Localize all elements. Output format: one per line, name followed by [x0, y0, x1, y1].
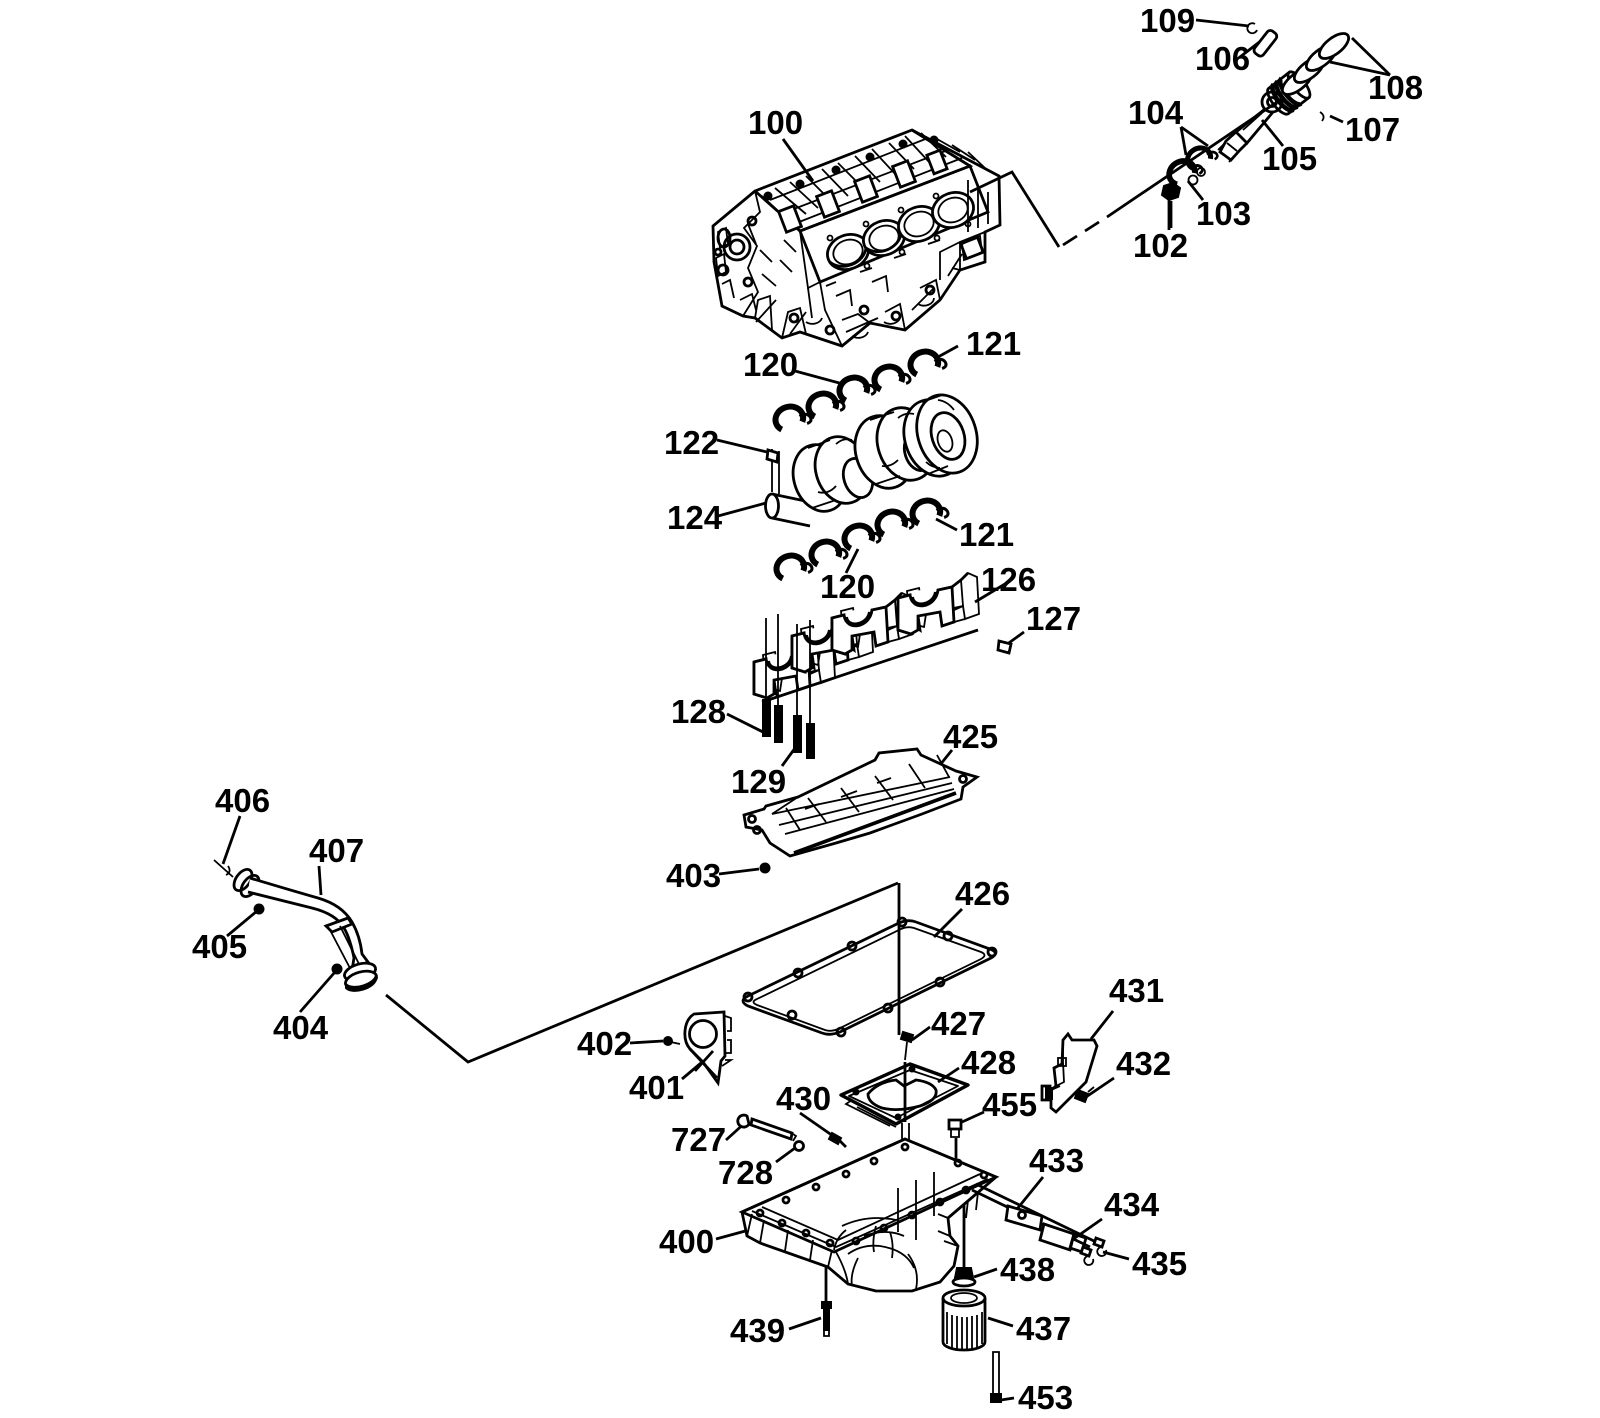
svg-text:108: 108 — [1368, 69, 1423, 106]
svg-text:129: 129 — [731, 763, 786, 800]
svg-text:402: 402 — [577, 1025, 632, 1062]
svg-text:428: 428 — [961, 1044, 1016, 1081]
svg-text:439: 439 — [730, 1312, 785, 1349]
svg-text:122: 122 — [664, 424, 719, 461]
svg-text:100: 100 — [748, 104, 803, 141]
svg-text:431: 431 — [1109, 972, 1164, 1009]
svg-text:407: 407 — [309, 832, 364, 869]
svg-text:121: 121 — [959, 516, 1014, 553]
svg-text:120: 120 — [743, 346, 798, 383]
svg-text:106: 106 — [1195, 40, 1250, 77]
svg-text:404: 404 — [273, 1009, 329, 1046]
svg-text:432: 432 — [1116, 1045, 1171, 1082]
svg-text:102: 102 — [1133, 227, 1188, 264]
svg-text:427: 427 — [931, 1005, 986, 1042]
svg-text:728: 728 — [718, 1154, 773, 1191]
svg-text:104: 104 — [1128, 94, 1184, 131]
svg-text:109: 109 — [1140, 2, 1195, 39]
svg-text:437: 437 — [1016, 1310, 1071, 1347]
svg-text:107: 107 — [1345, 111, 1400, 148]
svg-text:127: 127 — [1026, 600, 1081, 637]
svg-text:401: 401 — [629, 1069, 684, 1106]
svg-text:400: 400 — [659, 1223, 714, 1260]
svg-text:403: 403 — [666, 857, 721, 894]
svg-text:727: 727 — [671, 1121, 726, 1158]
svg-text:438: 438 — [1000, 1251, 1055, 1288]
svg-text:120: 120 — [820, 568, 875, 605]
svg-text:453: 453 — [1018, 1379, 1073, 1416]
svg-text:103: 103 — [1196, 195, 1251, 232]
svg-text:406: 406 — [215, 782, 270, 819]
svg-text:434: 434 — [1104, 1186, 1160, 1223]
svg-text:121: 121 — [966, 325, 1021, 362]
svg-text:405: 405 — [192, 928, 247, 965]
svg-text:426: 426 — [955, 875, 1010, 912]
svg-text:105: 105 — [1262, 140, 1317, 177]
svg-text:433: 433 — [1029, 1142, 1084, 1179]
svg-text:128: 128 — [671, 693, 726, 730]
svg-text:124: 124 — [667, 499, 723, 536]
svg-text:455: 455 — [982, 1086, 1037, 1123]
svg-text:425: 425 — [943, 718, 998, 755]
svg-text:430: 430 — [776, 1080, 831, 1117]
svg-text:435: 435 — [1132, 1245, 1187, 1282]
